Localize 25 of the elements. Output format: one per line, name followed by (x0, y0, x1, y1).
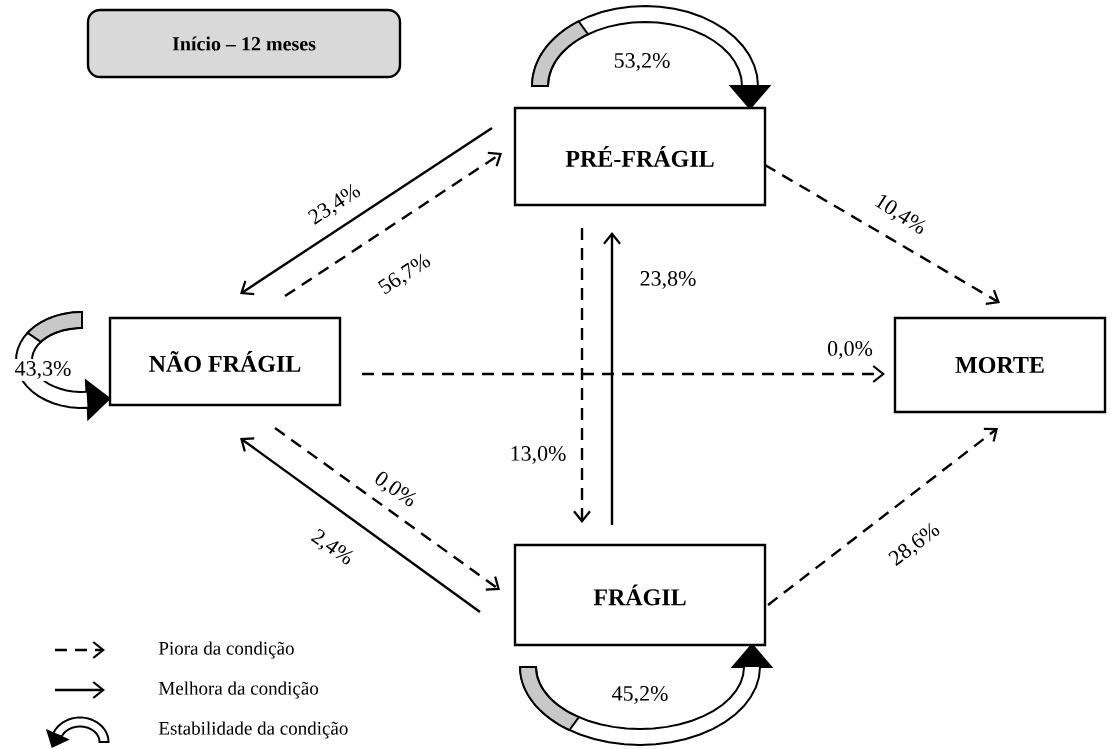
legend-text: Melhora da condição (158, 681, 319, 699)
arrow (573, 228, 591, 523)
legend-text: Estabilidade da condição (158, 721, 348, 739)
state-box: FRÁGIL (513, 543, 767, 647)
arrow (284, 151, 502, 297)
edge-label: 0,0% (368, 466, 422, 514)
edge-label: 43,3% (12, 359, 74, 381)
state-box: MORTE (893, 316, 1107, 414)
edge-label: 23,8% (637, 269, 699, 291)
edge-label: 53,2% (611, 51, 673, 73)
state-box: NÃO FRÁGIL (108, 316, 342, 407)
edge-label: 0,0% (825, 339, 875, 361)
arrow (362, 365, 885, 383)
arrow (764, 163, 1000, 306)
arrow (274, 427, 500, 591)
edge-label: 2,4% (305, 524, 359, 572)
edge-label: 45,2% (609, 684, 671, 706)
legend-text: Piora da condição (158, 641, 294, 659)
arrow (767, 427, 998, 606)
arrow (240, 437, 481, 613)
edge-label: 13,0% (507, 444, 569, 466)
state-box: PRÉ-FRÁGIL (513, 106, 767, 207)
title-box: Início – 12 meses (86, 8, 402, 79)
arrow (603, 232, 621, 525)
arrow (240, 127, 493, 296)
